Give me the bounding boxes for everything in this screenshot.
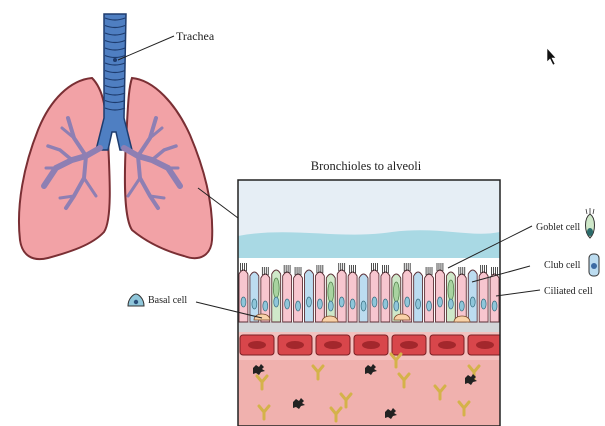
nucleus (383, 299, 388, 309)
nucleus (481, 299, 486, 309)
club-cell-label: Club cell (544, 260, 581, 271)
nucleus (459, 301, 464, 311)
epithelial-cell-row (239, 263, 499, 322)
trachea-marker (113, 58, 117, 62)
ciliated-cell (370, 270, 379, 322)
nucleus (307, 297, 312, 307)
ciliated-cell (283, 272, 292, 322)
club-cell (305, 270, 314, 322)
basal-cell-icon (128, 294, 144, 306)
nucleus (296, 301, 301, 311)
goblet-cell-icon (586, 208, 595, 238)
nucleus (394, 301, 399, 311)
trachea-label: Trachea (176, 29, 215, 43)
nucleus (492, 301, 497, 311)
nucleus (361, 301, 366, 311)
red-blood-cell (324, 341, 342, 349)
nucleus (274, 297, 279, 307)
goblet-cell-label: Goblet cell (536, 222, 580, 233)
mucus-granule (273, 278, 279, 298)
ciliated-cell (436, 270, 445, 322)
ciliated-cell (348, 272, 357, 322)
ciliated-cell (315, 272, 324, 322)
nucleus (285, 299, 290, 309)
nucleus (372, 297, 377, 307)
red-blood-cell (248, 341, 266, 349)
ciliated-cell-label: Ciliated cell (544, 286, 593, 297)
capillary-row (238, 332, 502, 360)
mucus-granule (328, 282, 334, 302)
club-cell (414, 272, 423, 322)
nucleus (263, 301, 268, 311)
nucleus (252, 299, 257, 309)
ciliated-cell (294, 274, 303, 322)
trachea (96, 14, 132, 150)
basal-cell (454, 316, 470, 322)
basement-membrane (238, 322, 500, 332)
nucleus (328, 301, 333, 311)
ciliated-cell (457, 274, 466, 322)
nucleus (438, 297, 443, 307)
red-blood-cell (476, 341, 494, 349)
nucleus (427, 301, 432, 311)
ciliated-cell (337, 270, 346, 322)
mucus-layer (238, 230, 500, 258)
nucleus (317, 299, 322, 309)
club-cell-icon (589, 254, 599, 276)
red-blood-cell (286, 341, 304, 349)
nucleus (405, 297, 410, 307)
red-blood-cell (438, 341, 456, 349)
club-cell (359, 274, 368, 322)
red-blood-cell (362, 341, 380, 349)
section-title: Bronchioles to alveoli (311, 159, 422, 173)
red-blood-cell (400, 341, 418, 349)
trachea-leader-line (118, 36, 174, 60)
nucleus (339, 297, 344, 307)
nucleus (416, 299, 421, 309)
lungs-illustration: Trachea (19, 14, 238, 259)
mucus-granule (448, 280, 454, 300)
ciliated-cell (425, 274, 434, 322)
mouse-cursor-icon (547, 48, 556, 65)
nucleus (241, 297, 246, 307)
left-lung (19, 78, 110, 259)
airway-cross-section (238, 180, 502, 426)
nucleus (470, 297, 475, 307)
basal-cell-label: Basal cell (148, 295, 187, 306)
ciliated-label-group: Ciliated cell (496, 286, 593, 297)
ciliated-cell (381, 272, 390, 322)
mucus-granule (393, 282, 399, 302)
nucleus (448, 299, 453, 309)
club-cell (468, 270, 477, 322)
airway-lumen (238, 180, 500, 236)
ciliated-cell (490, 274, 499, 322)
nucleus (350, 299, 355, 309)
